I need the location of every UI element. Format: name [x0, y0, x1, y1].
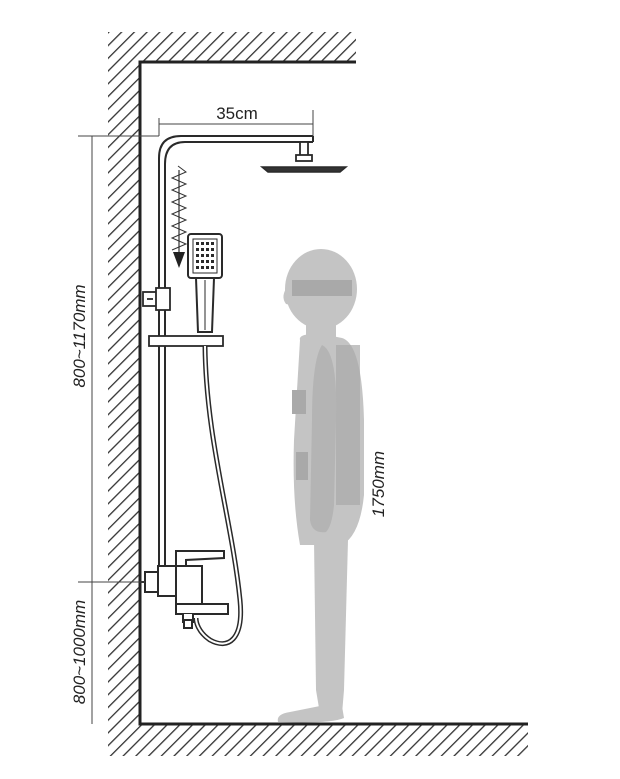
riser-height-dimension	[78, 135, 159, 583]
hand-shower	[187, 233, 223, 333]
mixer-height-label: 800~1000mm	[70, 600, 89, 704]
riser-height-label: 800~1170mm	[70, 284, 89, 387]
mixer-valve	[141, 550, 229, 629]
height-adjust-arrow	[170, 165, 188, 268]
rain-shower-head	[259, 141, 349, 173]
shower-riser	[158, 135, 314, 578]
arm-length-dimension	[158, 110, 314, 136]
wall-bracket-top	[142, 287, 171, 311]
wall-hatching	[108, 32, 528, 756]
person-height-label: 1750mm	[369, 451, 388, 517]
arm-length-label: 35cm	[216, 104, 258, 123]
slide-holder	[148, 335, 224, 347]
person-silhouette	[277, 249, 364, 723]
wall-outline	[138, 60, 528, 726]
